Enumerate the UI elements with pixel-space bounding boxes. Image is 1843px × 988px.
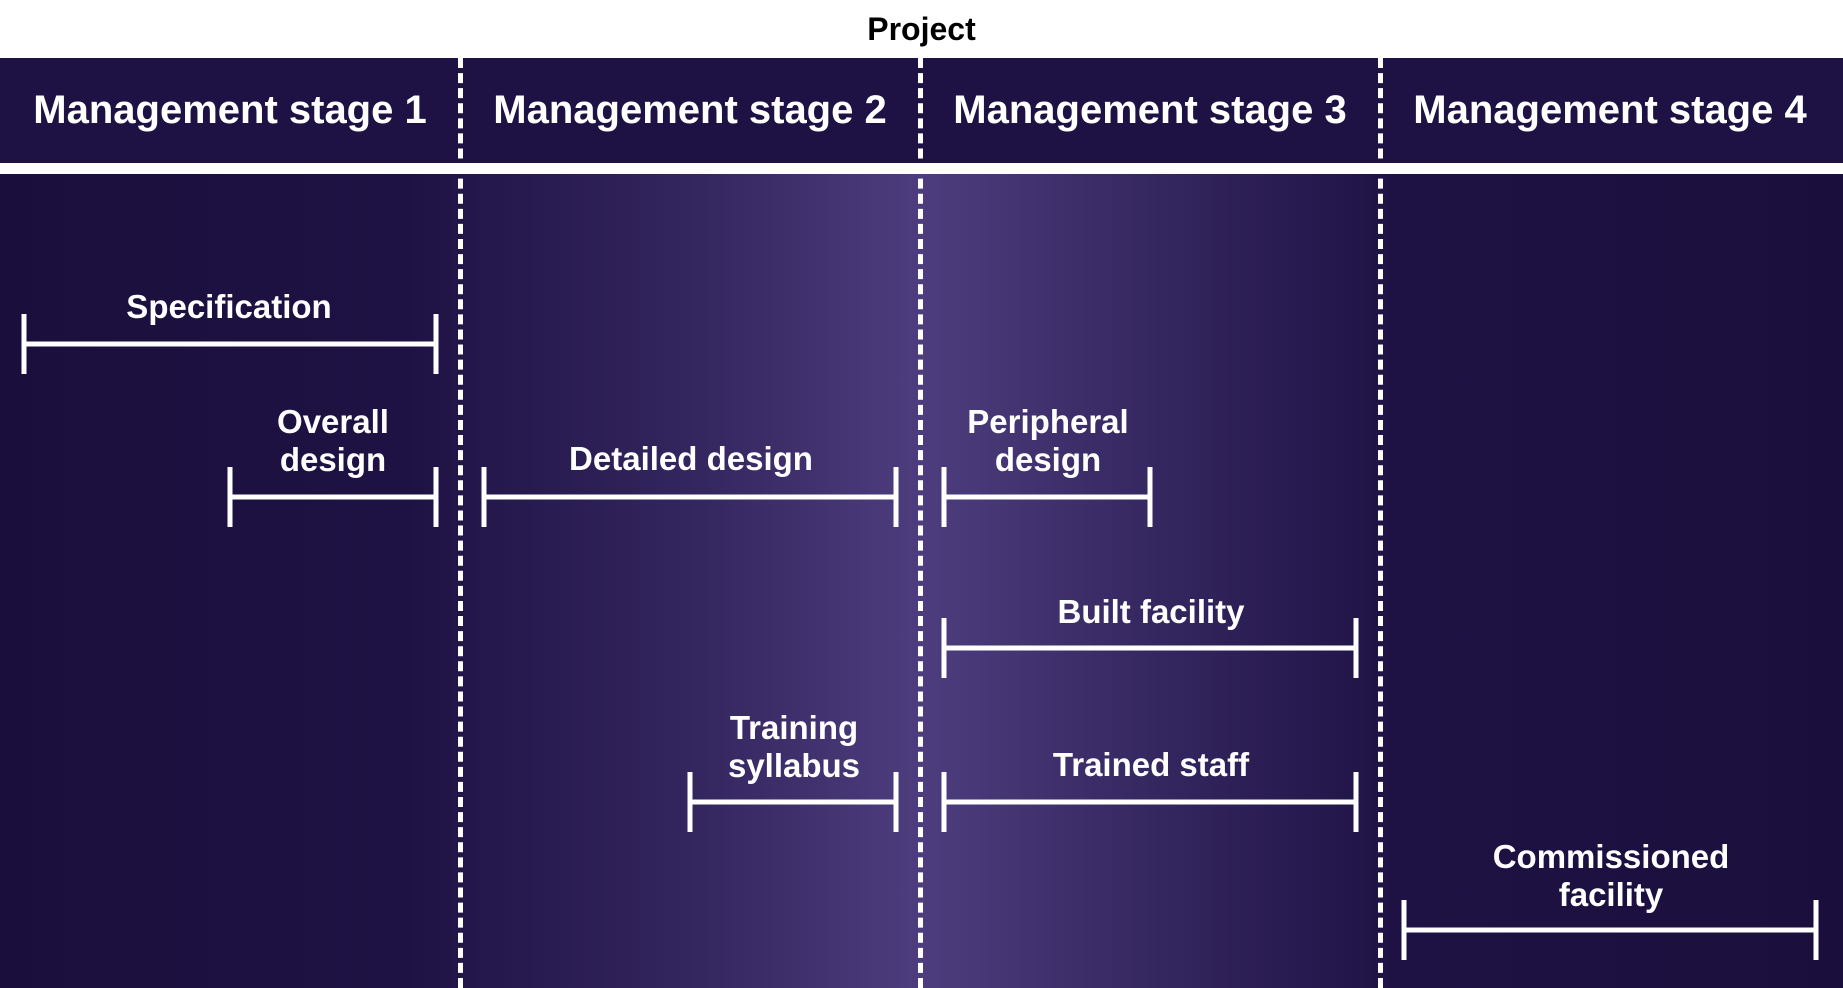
task-bar-commissioned-facility: [1401, 900, 1819, 960]
task-label-overall-design: Overall design: [277, 403, 389, 478]
project-title: Project: [867, 10, 976, 47]
stage-label-3: Management stage 3: [953, 88, 1347, 132]
stage-divider-3: [1378, 58, 1383, 988]
task-bar-trained-staff: [941, 772, 1359, 832]
stage-divider-2: [918, 58, 923, 988]
task-bar-built-facility: [941, 618, 1359, 678]
task-bar-specification: [21, 314, 439, 374]
task-bar-training-syllabus: [687, 772, 899, 832]
task-bar-detailed-design: [481, 467, 899, 527]
task-label-trained-staff: Trained staff: [1052, 746, 1250, 783]
task-label-detailed-design: Detailed design: [569, 440, 813, 477]
task-bar-peripheral-design: [941, 467, 1153, 527]
task-label-built-facility: Built facility: [1057, 593, 1245, 630]
stage-label-4: Management stage 4: [1413, 88, 1807, 132]
stage-divider-1: [458, 58, 463, 988]
task-label-peripheral-design: Peripheral design: [967, 403, 1129, 478]
task-label-commissioned-facility: Commissioned facility: [1492, 838, 1730, 913]
task-label-specification: Specification: [126, 288, 332, 325]
task-label-training-syllabus: Training syllabus: [727, 709, 861, 784]
stage-label-2: Management stage 2: [493, 88, 887, 132]
task-bar-overall-design: [227, 467, 439, 527]
stage-label-1: Management stage 1: [33, 88, 427, 132]
